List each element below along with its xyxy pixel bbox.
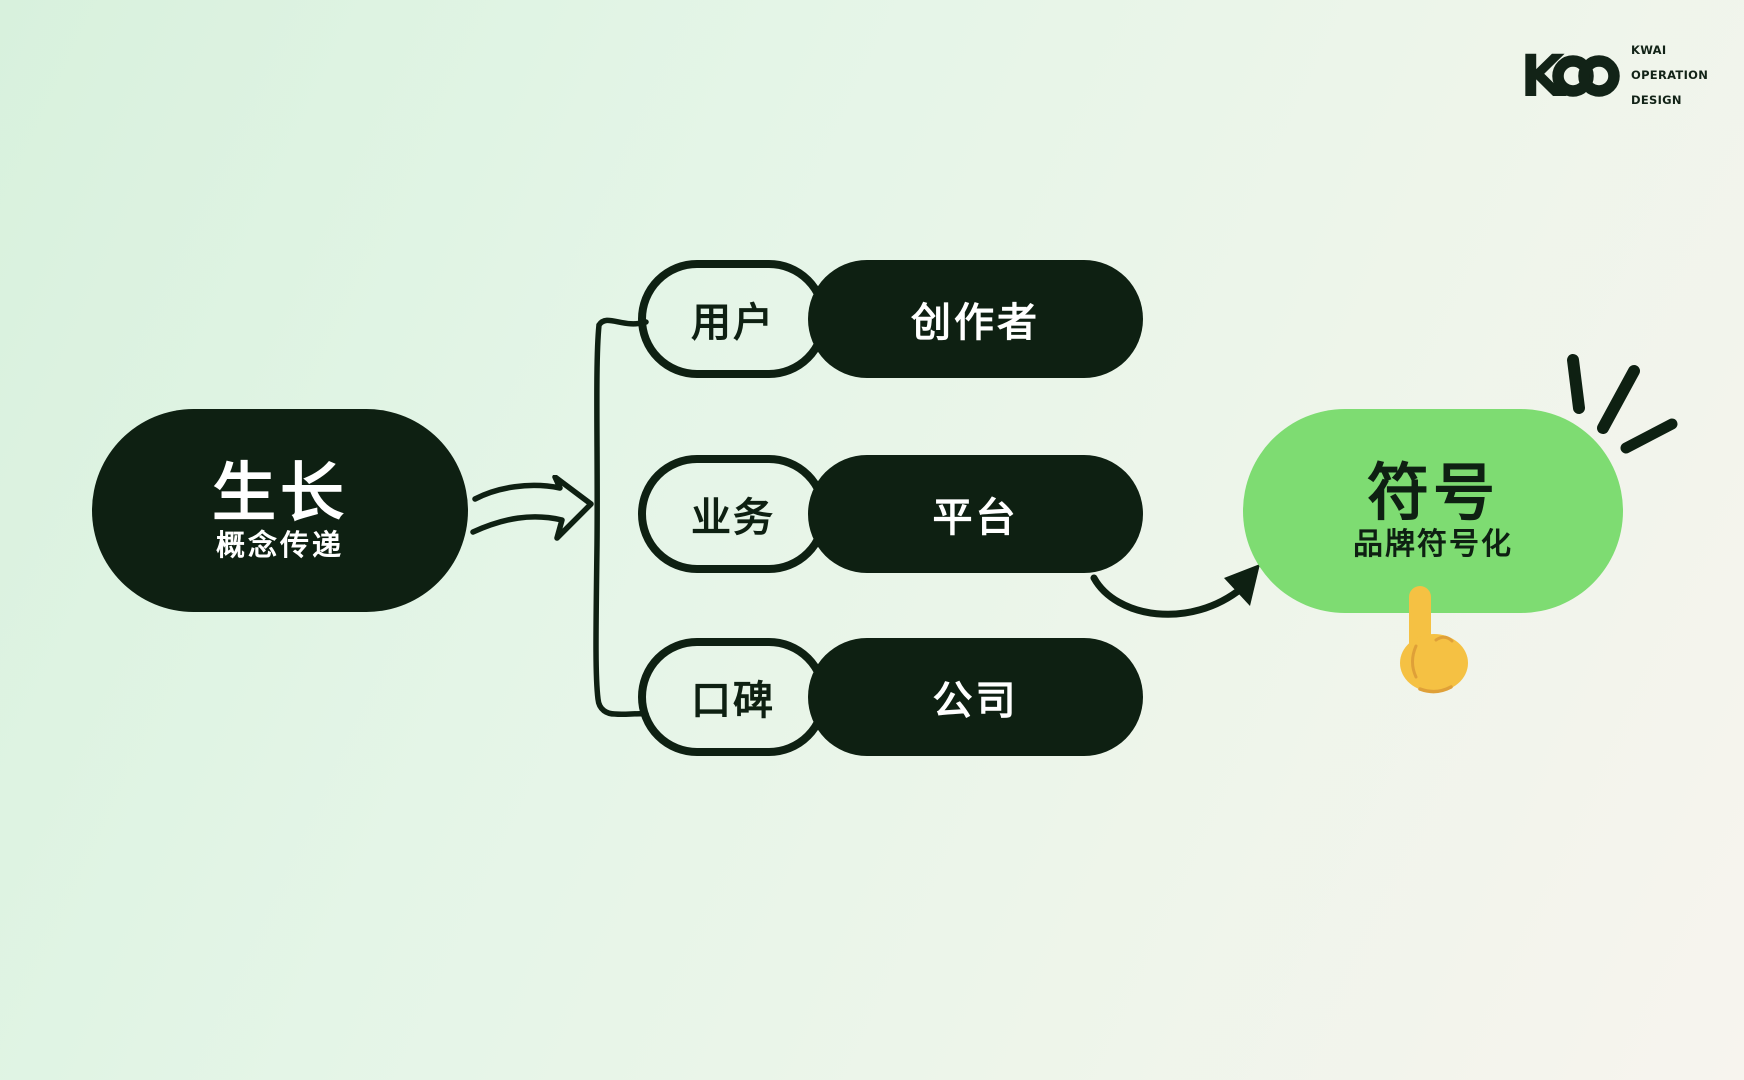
row-value-text: 公司 <box>932 678 1019 724</box>
logo-line-1: KWAI <box>1631 43 1667 57</box>
row-value-creators: 创作者 <box>808 260 1143 378</box>
logo-text: KWAI OPERATION DESIGN <box>1631 44 1708 107</box>
row-value-company: 公司 <box>808 638 1143 756</box>
logo-line-3: DESIGN <box>1631 93 1682 107</box>
burst-lines-icon <box>1567 354 1678 454</box>
root-title: 生长 <box>212 456 348 531</box>
curved-arrow-icon <box>1090 564 1260 618</box>
row-value-text: 平台 <box>932 495 1019 541</box>
row-label-users: 用户 <box>638 260 828 378</box>
result-pill-symbol: 符号 品牌符号化 <box>1243 409 1623 613</box>
pointer-finger-icon <box>1400 586 1468 694</box>
bracket-icon <box>593 317 649 718</box>
row-label-business: 业务 <box>638 455 828 573</box>
row-label-text: 用户 <box>691 300 775 346</box>
result-title: 符号 <box>1366 456 1499 529</box>
row-value-platform: 平台 <box>808 455 1143 573</box>
result-subtitle: 品牌符号化 <box>1353 527 1513 562</box>
flow-arrow-icon <box>470 475 594 541</box>
row-label-text: 业务 <box>691 495 775 541</box>
row-label-text: 口碑 <box>691 678 775 724</box>
row-label-reputation: 口碑 <box>638 638 828 756</box>
root-pill-growth: 生长 概念传递 <box>92 409 468 612</box>
kod-infinity-mark-icon: K <box>1523 50 1620 100</box>
kod-logo: K KWAI OPERATION DESIGN <box>1523 44 1708 107</box>
root-subtitle: 概念传递 <box>215 527 344 562</box>
row-value-text: 创作者 <box>911 300 1040 346</box>
logo-line-2: OPERATION <box>1631 68 1709 82</box>
